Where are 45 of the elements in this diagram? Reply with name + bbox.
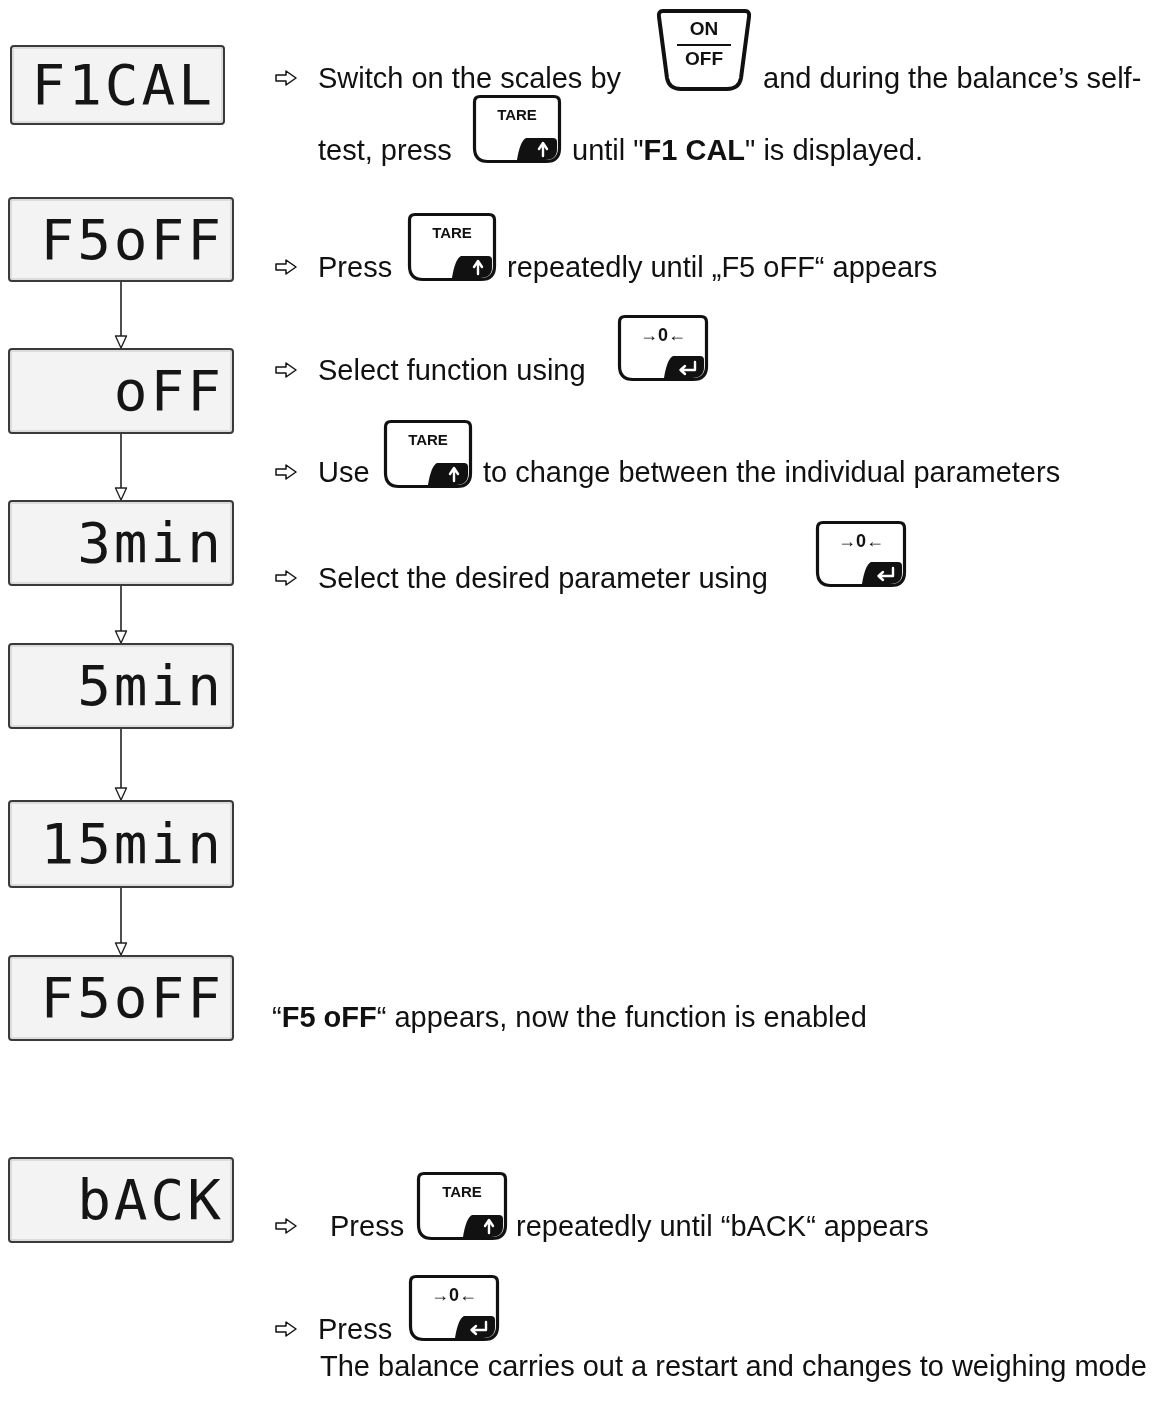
key-label: TARE [497, 106, 537, 124]
keypad-key [655, 8, 753, 92]
key-label: ON [689, 20, 719, 38]
instruction-text: Select function using [318, 353, 586, 387]
keypad-key [416, 1171, 508, 1241]
instruction-text: The balance carries out a restart and changes to weighing mode [320, 1349, 1148, 1383]
key-label: →0← [431, 1286, 477, 1304]
arrow [114, 281, 128, 349]
instruction-text: Press [318, 1312, 393, 1346]
key-label: OFF [685, 50, 723, 68]
instruction-text: repeatedly until „F5 oFF“ appears [507, 250, 938, 284]
instruction-text: until "F1 CAL" is displayed. [572, 133, 923, 167]
keypad-key [472, 94, 562, 164]
keypad-key [408, 1274, 500, 1342]
keypad-key [383, 419, 473, 489]
instruction-text: Select the desired parameter using [318, 561, 768, 595]
key-label: TARE [432, 224, 472, 242]
arrow [114, 728, 128, 801]
keypad-key [407, 212, 497, 282]
lcd-display: F1CAL [10, 45, 225, 125]
key-label: TARE [442, 1183, 482, 1201]
instruction-text: “F5 oFF“ appears, now the function is enabled [272, 1000, 867, 1034]
lcd-display: 3min [8, 500, 234, 586]
lcd-display: 15min [8, 800, 234, 888]
instruction-text: Use [318, 455, 370, 489]
instruction-text: test, press [318, 133, 452, 167]
instruction-text: repeatedly until “bACK“ appears [516, 1209, 929, 1243]
instruction-text: Press [318, 250, 393, 284]
lcd-display: bACK [8, 1157, 234, 1243]
key-label: →0← [838, 532, 884, 550]
instruction-text: Switch on the scales by [318, 61, 622, 95]
lcd-display: F5oFF [8, 955, 234, 1041]
lcd-display: oFF [8, 348, 234, 434]
arrow [114, 433, 128, 501]
instruction-text: and during the balance’s self- [763, 61, 1142, 95]
key-label: →0← [640, 326, 686, 344]
arrow [114, 887, 128, 956]
instruction-text: Press [330, 1209, 405, 1243]
lcd-display: 5min [8, 643, 234, 729]
key-label: TARE [408, 431, 448, 449]
keypad-key [617, 314, 709, 382]
instruction-text: to change between the individual parameters [483, 455, 1061, 489]
arrow [114, 585, 128, 644]
keypad-key [815, 520, 907, 588]
lcd-display: F5oFF [8, 197, 234, 282]
